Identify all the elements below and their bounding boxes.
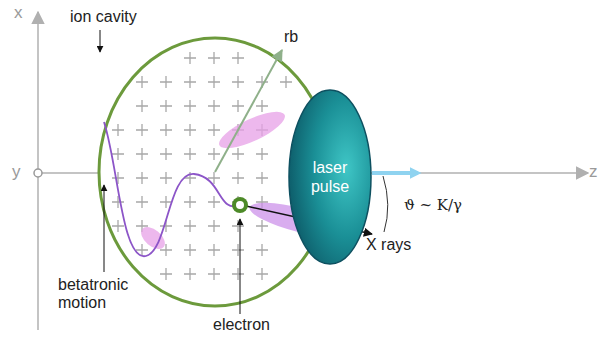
electron-dot [232, 197, 248, 213]
part-label: ion cavity [70, 8, 137, 26]
part-label: betatronic motion [58, 276, 146, 312]
laser-ellipse [288, 89, 372, 265]
node-text: laser pulse [302, 158, 358, 196]
angle-arc [383, 176, 388, 232]
ion-charges [112, 52, 292, 280]
part-label: electron [213, 316, 270, 334]
radius-label: rb [284, 28, 298, 46]
leader-line [104, 185, 105, 272]
radiation-blob [215, 105, 290, 155]
betatron-trajectory [104, 122, 240, 256]
y-axis-dot [34, 169, 42, 177]
axis-label: y [12, 163, 21, 181]
electron-dot [236, 201, 244, 209]
radius-arrow [215, 50, 282, 172]
axis-label: x [14, 4, 23, 22]
leader-line [100, 30, 101, 52]
angle-label: ϑ ~ K/γ [404, 196, 462, 214]
axis-label: z [589, 163, 598, 181]
laser-pulse: laser pulse [288, 89, 372, 265]
laser-direction [372, 171, 418, 175]
part-label: X rays [366, 236, 411, 254]
leader-line [240, 219, 241, 314]
